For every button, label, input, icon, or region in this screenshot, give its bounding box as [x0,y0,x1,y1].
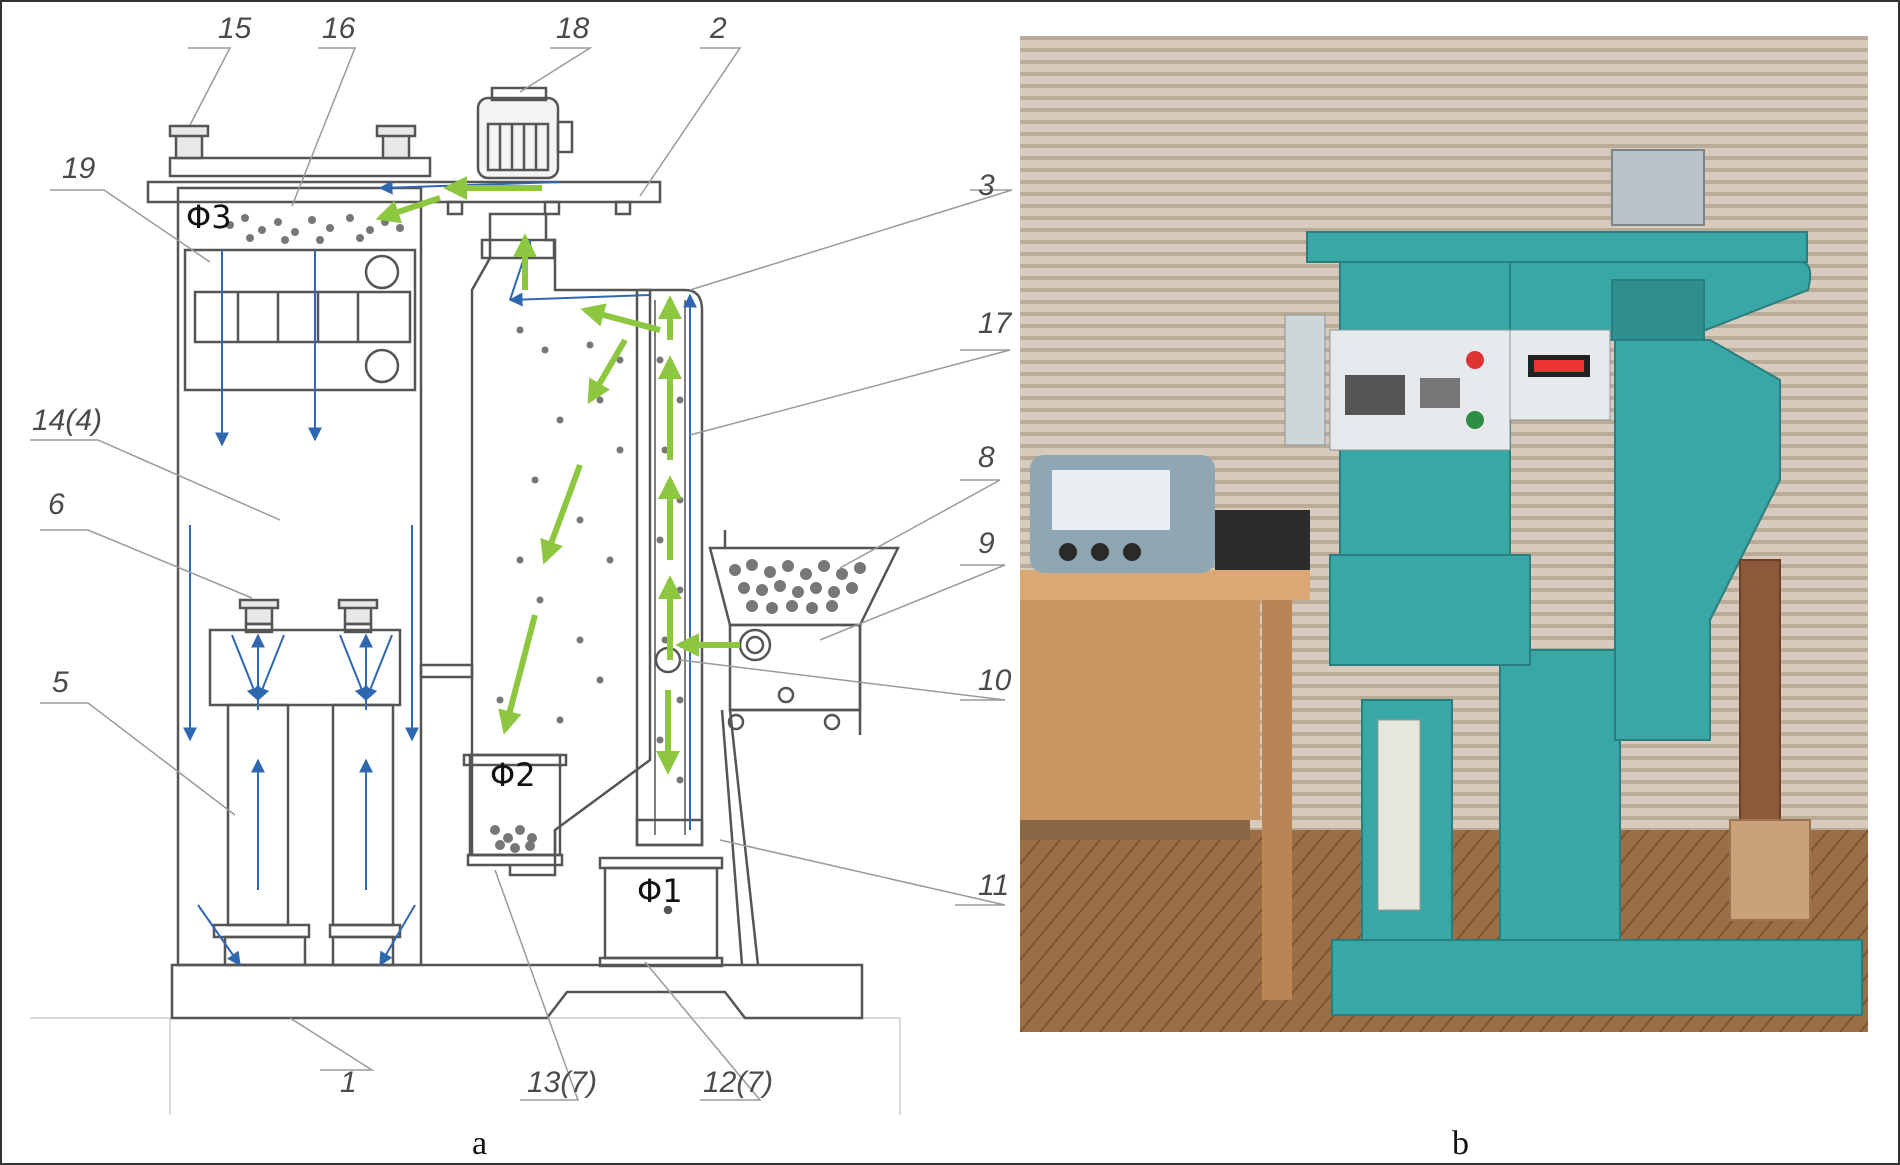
callout-10: 10 [978,664,1012,697]
callout-1: 1 [340,1066,357,1099]
filter-label-f1: Φ1 [637,872,683,910]
controller-box [1215,510,1310,570]
left-cabinet [176,186,423,967]
callout-15: 15 [218,12,252,45]
filter-box-19 [183,248,417,392]
callout-leaders [30,47,1013,1101]
callout-13-7: 13(7) [527,1066,597,1099]
air-flow-arrows [183,180,697,967]
particle-flow-arrows [375,176,740,775]
callout-numbers: 15 16 18 2 19 3 17 14(4) 8 6 9 5 10 11 1… [32,12,1013,1099]
schematic-diagram [30,86,901,1115]
base-frame [170,963,864,1020]
callout-12-7: 12(7) [703,1066,773,1099]
panel-label-b: b [1452,1125,1469,1162]
control-panel [1284,314,1611,451]
callout-19: 19 [62,152,96,185]
particles [226,214,866,853]
callout-9: 9 [978,527,995,560]
collector-f1 [598,856,724,870]
panel-label-a: a [472,1125,488,1162]
callout-14-4: 14(4) [32,404,102,437]
cyclone-right [331,703,395,927]
callout-17: 17 [978,307,1013,340]
filter-label-f3: Φ3 [186,198,232,236]
callout-2: 2 [709,12,727,45]
motor-18 [476,96,560,180]
tube-column [1377,719,1421,911]
callout-16: 16 [322,12,356,45]
callout-3: 3 [978,169,995,202]
installation-photo [1020,36,1868,1032]
riser-pipe-17 [635,288,704,847]
callout-6: 6 [48,488,65,521]
callout-5: 5 [52,666,69,699]
filter-label-f2: Φ2 [490,756,536,794]
classifier-machine [1306,149,1863,1016]
top-plate [146,180,662,204]
desk [1020,570,1310,600]
cyclone-block [208,628,402,707]
callout-18: 18 [556,12,590,45]
callout-11: 11 [978,869,1009,902]
callout-8: 8 [978,441,995,474]
